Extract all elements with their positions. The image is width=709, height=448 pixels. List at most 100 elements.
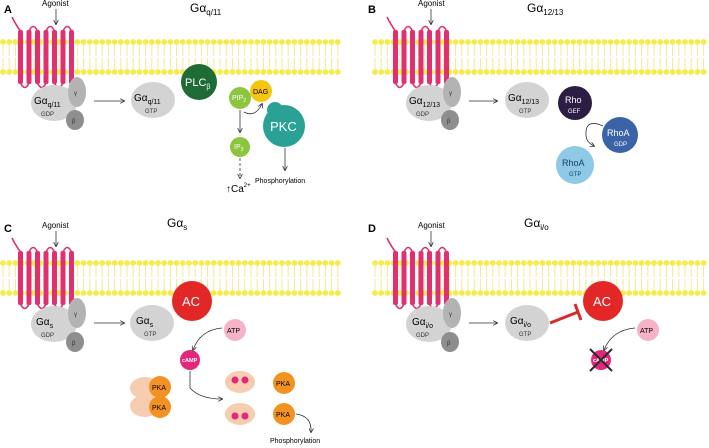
panel-b-gef-label: GEF bbox=[568, 109, 581, 115]
panel-c-agonist-label: Agonist bbox=[42, 221, 69, 230]
panel-b-gdp-label: GDP bbox=[416, 112, 429, 118]
panel-d-ggamma bbox=[443, 298, 461, 328]
panel-a-dag bbox=[250, 80, 272, 102]
panel-c-pka-1-label: PKA bbox=[152, 385, 166, 392]
panel-b-rhoa-gdp-sub: GDP bbox=[614, 142, 627, 148]
panel-c-camp-arrow bbox=[189, 387, 222, 399]
panel-d-ac-label: AC bbox=[593, 294, 611, 309]
panel-d-gamma-label: γ bbox=[449, 312, 452, 318]
panel-b-exchange-arrow bbox=[585, 123, 604, 146]
panel-b-rhoa-gtp-sub: GTP bbox=[569, 172, 581, 178]
panel-c-galpha-gdp bbox=[31, 306, 77, 342]
panel-c-label: C bbox=[4, 223, 12, 235]
panel-d-ac bbox=[583, 281, 623, 321]
panel-c-phosphorylation-label: Phosphorylation bbox=[270, 438, 320, 445]
panel-b-rhoa-gdp bbox=[602, 117, 638, 153]
panel-c-pka-free-2-label: PKA bbox=[276, 412, 290, 419]
panel-a-galpha-label: Gαq/11 bbox=[34, 96, 61, 109]
panel-d-galpha-label: Gαi/o bbox=[412, 317, 433, 330]
panel-b-gtp-label: GTP bbox=[519, 109, 531, 115]
receptors bbox=[11, 16, 449, 323]
panel-c-pka-free-1-label: PKA bbox=[276, 381, 290, 388]
panel-d-atp-label: ATP bbox=[640, 328, 653, 335]
panel-a-label: A bbox=[4, 4, 12, 16]
panel-b-rhoa-gdp-label: RhoA bbox=[607, 128, 630, 138]
panel-c-gamma-label: γ bbox=[74, 312, 77, 318]
panel-b-rho-label: Rho bbox=[565, 95, 582, 105]
panel-b-ggamma bbox=[443, 77, 461, 107]
panel-d-atp-arrow bbox=[604, 327, 636, 350]
panel-b-title: Gα12/13 bbox=[527, 1, 564, 17]
panel-c-pka-1 bbox=[149, 376, 171, 398]
panel-c-pka-2 bbox=[149, 396, 171, 418]
panel-a-pkc-label: PKC bbox=[270, 119, 297, 134]
panel-a-pkc bbox=[263, 105, 305, 147]
panel-a-galpha-gtp-label: Gαq/11 bbox=[134, 93, 161, 106]
panel-d-gbeta bbox=[441, 332, 459, 352]
panel-c-camp-bound-1 bbox=[231, 376, 239, 384]
panel-c-pka-2-label: PKA bbox=[152, 405, 166, 412]
panel-d-galpha-gdp bbox=[406, 306, 452, 342]
panel-c-ggamma bbox=[68, 298, 86, 328]
panel-a-pip2 bbox=[229, 87, 251, 109]
panel-b-agonist-label: Agonist bbox=[418, 0, 445, 8]
panel-a-ggamma bbox=[68, 77, 86, 107]
panel-b-gbeta bbox=[441, 110, 459, 130]
panel-d-inhibition-bar bbox=[573, 303, 583, 321]
panel-c-ac-label: AC bbox=[182, 294, 200, 309]
panel-a-gdp-label: GDP bbox=[41, 112, 54, 118]
panel-c: C Gαs Agonist Gαs GDP γ β Gαs GTP AC ATP… bbox=[4, 216, 320, 445]
panel-c-title: Gαs bbox=[167, 216, 187, 232]
panel-a-gamma-label: γ bbox=[74, 91, 77, 97]
panel-d: D Gαi/o Agonist Gαi/o GDP γ β Gαi/o GTP … bbox=[368, 216, 659, 372]
panel-d-gtp-label: GTP bbox=[519, 332, 531, 338]
panel-a-membrane bbox=[0, 39, 341, 75]
panel-d-beta-label: β bbox=[447, 341, 451, 347]
panel-d-gdp-label: GDP bbox=[416, 333, 429, 339]
panel-a-gbeta bbox=[66, 110, 84, 130]
panel-c-beta-label: β bbox=[72, 341, 76, 347]
panel-c-gdp-label: GDP bbox=[41, 333, 54, 339]
panel-d-label: D bbox=[368, 223, 376, 235]
panel-c-receptor bbox=[11, 237, 74, 323]
panel-c-pka-free-1 bbox=[273, 372, 295, 394]
panel-a-title: Gαq/11 bbox=[190, 1, 222, 17]
panel-c-atp-arrow bbox=[193, 327, 223, 350]
panel-a-ip3 bbox=[230, 137, 250, 157]
panel-a-agonist-label: Agonist bbox=[42, 0, 69, 8]
panel-c-membrane bbox=[0, 260, 341, 296]
panel-d-title: Gαi/o bbox=[524, 216, 549, 232]
panel-c-reg-bottom bbox=[225, 403, 255, 425]
panel-a-galpha-gdp bbox=[31, 85, 77, 121]
panel-b-label: B bbox=[368, 4, 376, 16]
panel-b: B Gα12/13 Agonist Gα12/13 GDP γ β Gα12/1… bbox=[368, 0, 638, 184]
panel-a-ip3-label: IP3 bbox=[234, 144, 244, 153]
panel-c-camp-bound-2 bbox=[241, 376, 249, 384]
panel-b-gamma-label: γ bbox=[449, 91, 452, 97]
panel-c-camp-bound-4 bbox=[241, 412, 249, 420]
panel-b-beta-label: β bbox=[447, 119, 451, 125]
panel-b-rhoa-gtp bbox=[556, 146, 594, 184]
panel-c-gbeta bbox=[66, 332, 84, 352]
panel-b-rhogef bbox=[558, 86, 592, 120]
panel-a-dag-arrow bbox=[243, 104, 262, 115]
panel-d-agonist-label: Agonist bbox=[418, 221, 445, 230]
panel-b-galpha-gdp bbox=[406, 85, 452, 121]
panel-c-camp bbox=[180, 350, 200, 370]
panel-b-rhoa-gtp-label: RhoA bbox=[562, 158, 585, 168]
panel-b-galpha-gtp bbox=[505, 82, 549, 118]
panel-c-galpha-gtp-label: Gαs bbox=[136, 316, 154, 329]
panel-c-galpha-label: Gαs bbox=[36, 317, 54, 330]
panel-a-galpha-gtp bbox=[131, 82, 175, 118]
panel-c-ac bbox=[172, 281, 212, 321]
panel-b-galpha-label: Gα12/13 bbox=[409, 96, 440, 109]
panel-d-atp bbox=[637, 319, 659, 341]
panel-c-camp-label: cAMP bbox=[182, 358, 198, 364]
panel-c-galpha-gtp bbox=[130, 305, 174, 341]
panel-a-plcb-label: PLCβ bbox=[185, 77, 210, 91]
panel-c-atp bbox=[224, 319, 246, 341]
panel-c-gtp-label: GTP bbox=[144, 332, 156, 338]
panel-d-inhibition-line bbox=[549, 310, 579, 325]
panel-d-galpha-gtp bbox=[505, 305, 549, 341]
